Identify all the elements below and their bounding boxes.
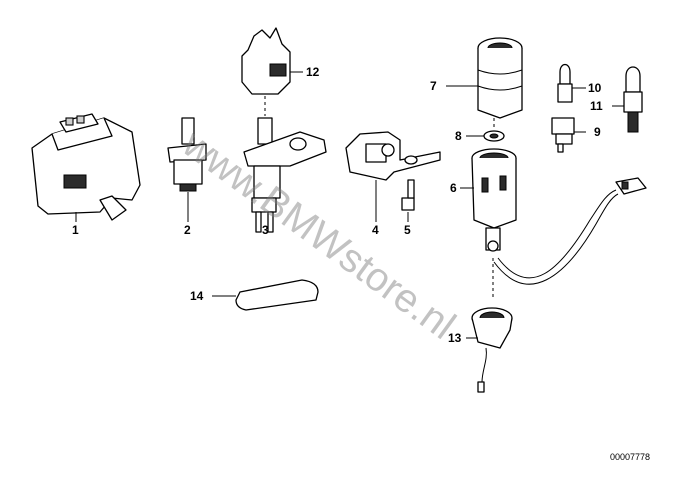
part-6-lighter-socket xyxy=(460,148,517,300)
callout-1: 1 xyxy=(72,223,79,237)
callout-2: 2 xyxy=(184,223,191,237)
part-1-switch-housing xyxy=(31,113,141,222)
callout-13: 13 xyxy=(448,331,462,345)
part-4-switch-bracket xyxy=(345,131,441,222)
part-10-bulb xyxy=(557,63,586,103)
callout-14: 14 xyxy=(190,289,204,303)
reference-number: 00007778 xyxy=(610,452,650,462)
callout-7: 7 xyxy=(430,79,437,93)
callout-5: 5 xyxy=(404,223,411,237)
callout-10: 10 xyxy=(588,81,602,95)
callout-6: 6 xyxy=(450,181,457,195)
part-7-lighter-insert xyxy=(446,37,523,119)
part-3-interior-light-switch xyxy=(243,117,327,233)
callout-4: 4 xyxy=(372,223,379,237)
callout-3: 3 xyxy=(262,223,269,237)
part-13-socket-housing xyxy=(466,307,513,393)
callout-8: 8 xyxy=(455,129,462,143)
callout-9: 9 xyxy=(594,125,601,139)
part-11-bulb-with-holder xyxy=(612,66,643,133)
part-8-washer xyxy=(466,118,505,142)
wiring-harness xyxy=(493,177,647,285)
callout-11: 11 xyxy=(590,99,603,113)
part-14-lens xyxy=(212,279,319,311)
part-5-screw xyxy=(401,155,418,222)
part-2-door-contact-switch xyxy=(167,117,207,222)
callout-12: 12 xyxy=(306,65,320,79)
part-12-plug xyxy=(241,27,303,116)
part-9-bulb-holder xyxy=(551,117,586,153)
